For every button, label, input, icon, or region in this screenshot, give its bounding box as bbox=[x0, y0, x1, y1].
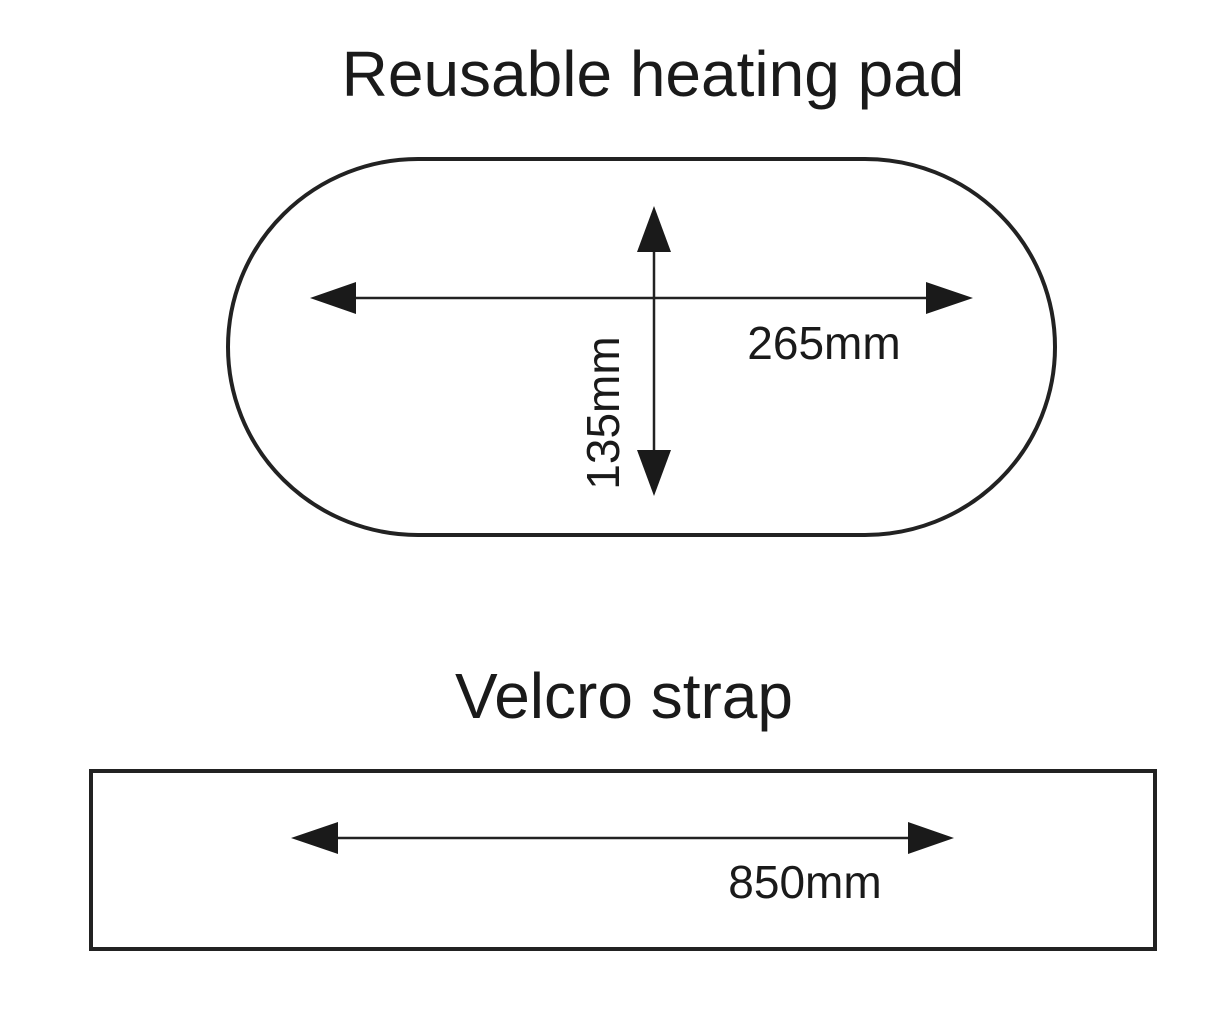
width-arrow-right bbox=[926, 282, 973, 314]
velcro-strap-outline bbox=[89, 769, 1157, 951]
velcro-strap-length-label: 850mm bbox=[728, 856, 881, 908]
velcro-strap-title: Velcro strap bbox=[455, 660, 793, 732]
height-arrow-down bbox=[637, 450, 671, 496]
heating-pad-title: Reusable heating pad bbox=[342, 38, 965, 110]
heating-pad-outline bbox=[226, 157, 1057, 537]
width-arrow-left bbox=[310, 282, 356, 314]
height-arrow-up bbox=[637, 206, 671, 252]
velcro-strap-section: Velcro strap 850mm bbox=[89, 660, 1157, 951]
heating-pad-width-dimension: 265mm bbox=[310, 282, 973, 369]
heating-pad-width-label: 265mm bbox=[747, 317, 900, 369]
length-arrow-right bbox=[908, 822, 954, 854]
heating-pad-height-label: 135mm bbox=[577, 336, 629, 489]
heating-pad-height-dimension: 135mm bbox=[577, 206, 671, 496]
length-arrow-left bbox=[291, 822, 338, 854]
velcro-strap-length-dimension: 850mm bbox=[291, 822, 954, 908]
heating-pad-section: Reusable heating pad 265mm 135mm bbox=[226, 38, 1057, 537]
